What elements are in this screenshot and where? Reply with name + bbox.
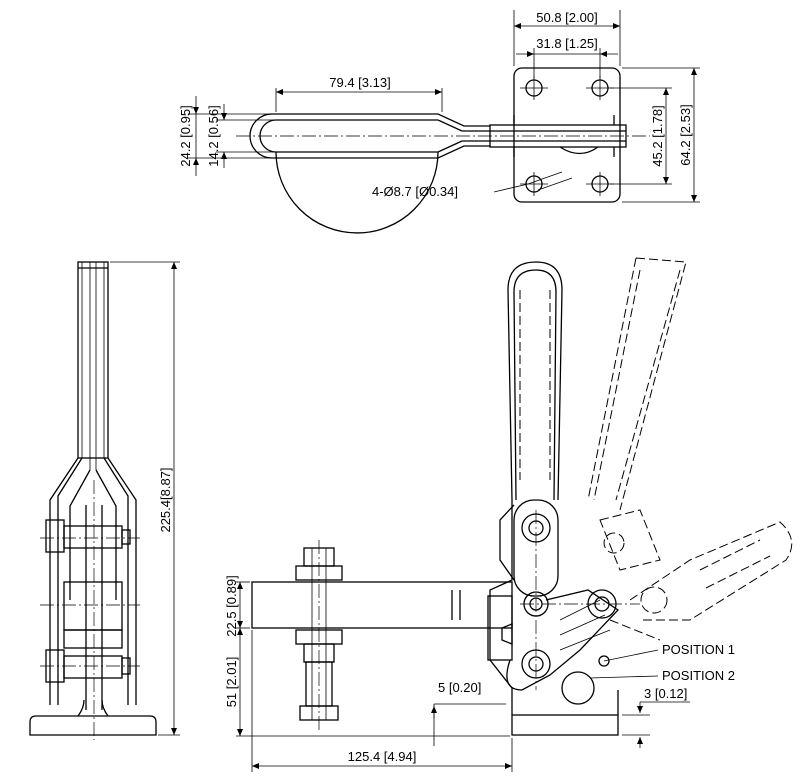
- front-handle: [507, 261, 563, 501]
- dim-hole-spacing-y: 45.2 [1.78]: [650, 105, 665, 166]
- dim-64-2: 64.2 [2.53]: [622, 67, 700, 203]
- dim-width-overall: 50.8 [2.00]: [536, 10, 597, 25]
- label-position-1: POSITION 1: [662, 642, 735, 657]
- dim-3: 3 [0.12]: [622, 686, 690, 748]
- dim-base-height: 64.2 [2.53]: [678, 104, 693, 165]
- dim-handle-inner-width: 14.2 [0.56]: [206, 105, 221, 166]
- top-mounting-holes: [520, 76, 614, 196]
- dim-125-4: 125.4 [4.94]: [251, 630, 513, 772]
- dim-31-8: 31.8 [1.25]: [516, 36, 618, 78]
- spindle-bolt: [295, 540, 343, 730]
- dim-offset-5: 5 [0.20]: [438, 680, 481, 695]
- dim-79-4: 79.4 [3.13]: [275, 75, 443, 112]
- dim-225-4: 225.4[8.87]: [110, 261, 180, 736]
- top-view: 50.8 [2.00] 31.8 [1.25] 79.4 [3.13] 24.2…: [178, 10, 700, 234]
- dim-hole-spacing-x: 31.8 [1.25]: [536, 36, 597, 51]
- top-base-plate: [513, 67, 621, 203]
- dim-45-2: 45.2 [1.78]: [610, 87, 672, 185]
- side-view: 225.4[8.87]: [29, 261, 180, 740]
- dim-holes-callout: 4-Ø8.7 [Ø0.34]: [372, 171, 573, 199]
- dim-overall-height: 225.4[8.87]: [158, 467, 173, 532]
- clamp-arm: [251, 581, 513, 629]
- dim-arm-clearance: 51 [2.01]: [224, 657, 239, 708]
- dim-24-2: 24.2 [0.95]: [178, 96, 272, 176]
- dim-handle-width: 24.2 [0.95]: [178, 105, 193, 166]
- dim-holes: 4-Ø8.7 [Ø0.34]: [372, 184, 458, 199]
- dim-arm-height: 22.5 [0.89]: [224, 575, 239, 636]
- dim-14-2: 14.2 [0.56]: [206, 104, 276, 168]
- dim-offset-3: 3 [0.12]: [644, 686, 687, 701]
- phantom-position: [587, 257, 793, 641]
- dim-reach: 125.4 [4.94]: [348, 749, 417, 764]
- dim-50-8: 50.8 [2.00]: [513, 10, 621, 66]
- dim-22-5: 22.5 [0.89]: [224, 575, 250, 637]
- dim-handle-length: 79.4 [3.13]: [329, 75, 390, 90]
- front-view: POSITION 1 POSITION 2 22.5 [0.89] 51 [2.…: [224, 257, 793, 772]
- label-position-2: POSITION 2: [662, 668, 735, 683]
- dim-51: 51 [2.01]: [224, 628, 510, 737]
- dim-5: 5 [0.20]: [431, 680, 506, 746]
